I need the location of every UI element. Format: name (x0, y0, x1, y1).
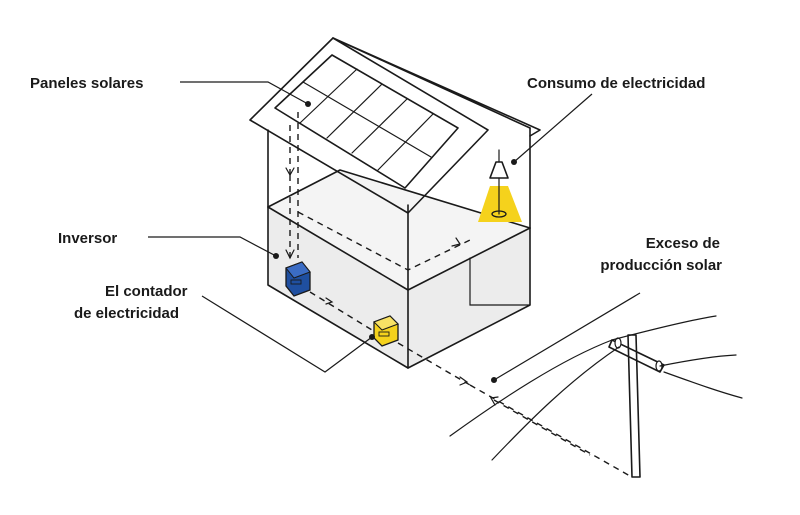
lamp-glow (478, 186, 522, 222)
label-excess-line1: Exceso de (646, 235, 720, 252)
roof (249, 37, 489, 214)
energy-flow-lines (285, 112, 631, 477)
upper-floor-slab-fill (268, 170, 530, 290)
ground-floor-fill (268, 207, 408, 368)
solar-panel-icon (274, 54, 459, 189)
interior-corner (469, 257, 531, 306)
utility-pole-icon (449, 315, 743, 478)
floor-line-front (267, 206, 531, 291)
label-excess-line2: producción solar (600, 257, 722, 274)
lamp-icon (478, 149, 522, 222)
label-consumption: Consumo de electricidad (527, 75, 705, 92)
label-inverter: Inversor (58, 230, 117, 247)
roof-gable (332, 37, 541, 137)
leader-lines (148, 81, 641, 383)
interior-floor-fill (408, 228, 530, 368)
label-solar-panels: Paneles solares (30, 75, 143, 92)
electricity-meter-icon (373, 315, 399, 347)
label-meter-line2: de electricidad (74, 305, 179, 322)
inverter-icon (285, 261, 311, 297)
house-icon (249, 37, 541, 369)
label-meter-line1: El contador (105, 283, 188, 300)
floor-line-back (267, 169, 531, 229)
